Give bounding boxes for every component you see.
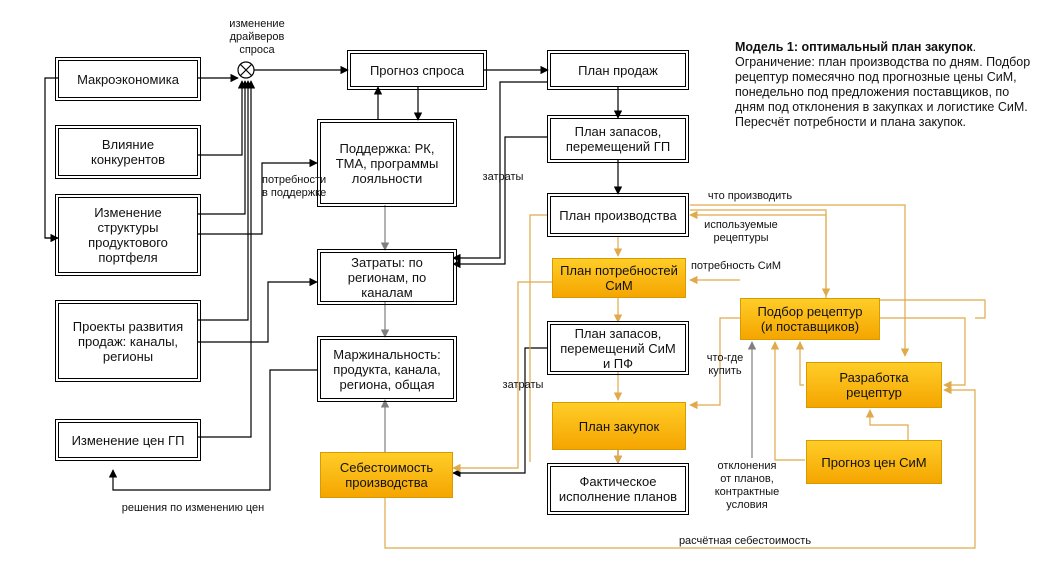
model-title: Модель 1: оптимальный план закупок: [735, 40, 973, 54]
box-stock-plan-gp: План запасов, перемещений ГП: [547, 115, 689, 163]
recipes-to-purchase: [689, 317, 740, 410]
label-costs-bottom: затраты: [502, 379, 544, 391]
label-sim-need: потребность СиМ: [690, 260, 782, 272]
price-to-junction: [198, 80, 256, 438]
price-forecast-to-recipes: [770, 341, 805, 461]
label-what-where-buy: что-где купить: [706, 352, 744, 377]
margin-to-price: [108, 369, 317, 491]
price-forecast-to-dev: [865, 409, 909, 440]
box-competitors: Влияние конкурентов: [55, 125, 201, 179]
projects-to-costs: [198, 277, 318, 343]
box-sim-needs-plan: План потребностей СиМ: [552, 258, 686, 298]
box-margin: Маржинальность: продукта, канала, регион…: [317, 336, 457, 402]
driver-junction-icon: [237, 61, 255, 79]
box-price-change: Изменение цен ГП: [55, 419, 201, 461]
label-costs-top: затраты: [482, 171, 524, 183]
box-portfolio-change: Изменение структуры продуктового портфел…: [55, 194, 201, 276]
box-sales-plan: План продаж: [547, 50, 689, 90]
sales-to-costs: [452, 81, 548, 263]
box-recipe-development: Разработка рецептур: [806, 362, 942, 408]
stock-to-costs: [452, 136, 548, 269]
label-deviations: отклонения от планов, контрактные услови…: [714, 460, 780, 511]
model-description: Модель 1: оптимальный план закупок. Огра…: [735, 40, 1031, 129]
box-costs: Затраты: по регионам, по каналам: [317, 249, 457, 305]
label-driver-change: изменение драйверов спроса: [229, 18, 285, 56]
box-production-plan: План производства: [547, 193, 689, 237]
calc-cost-to-recipes: [880, 299, 986, 319]
needs-to-cost: [452, 281, 552, 473]
label-price-decisions: решения по изменению цен: [121, 502, 265, 514]
recipes-to-dev-right: [880, 317, 966, 390]
box-macroeconomics: Макроэкономика: [55, 57, 201, 101]
production-what-produce: [690, 204, 910, 357]
label-what-produce: что производить: [707, 190, 793, 202]
portfolio-to-junction: [198, 80, 250, 215]
competitors-to-junction: [198, 80, 247, 156]
box-actual-execution: Фактическое исполнение планов: [547, 463, 689, 515]
model-body: Ограничение: план производства по дням. …: [735, 55, 1031, 129]
stock-sim-to-cost: [452, 347, 548, 478]
box-recipe-selection: Подбор рецептур (и поставщиков): [740, 298, 880, 340]
left-bus-line: [44, 77, 58, 239]
production-to-cost: [529, 214, 548, 462]
box-support: Поддержка: РК, ТМА, программы лояльности: [317, 119, 457, 207]
box-sales-projects: Проекты развития продаж: каналы, регионы: [55, 300, 201, 382]
box-stock-plan-sim: План запасов, перемещений СиМ и ПФ: [547, 321, 689, 375]
box-sim-price-forecast: Прогноз цен СиМ: [806, 440, 942, 484]
portfolio-to-support: [198, 158, 318, 235]
box-cost-production: Себестоимость производства: [320, 452, 453, 498]
label-support-needs: потребности в поддержке: [262, 174, 327, 199]
production-to-recipes: [690, 209, 831, 297]
dev-to-recipes: [795, 341, 805, 386]
projects-to-junction: [198, 80, 253, 321]
box-demand-forecast: Прогноз спроса: [347, 50, 487, 90]
label-used-recipes: используемые рецептуры: [704, 219, 778, 244]
calc-cost-line: [384, 385, 976, 549]
label-calc-cost: расчётная себестоимость: [678, 535, 812, 547]
box-purchase-plan: План закупок: [552, 402, 686, 450]
